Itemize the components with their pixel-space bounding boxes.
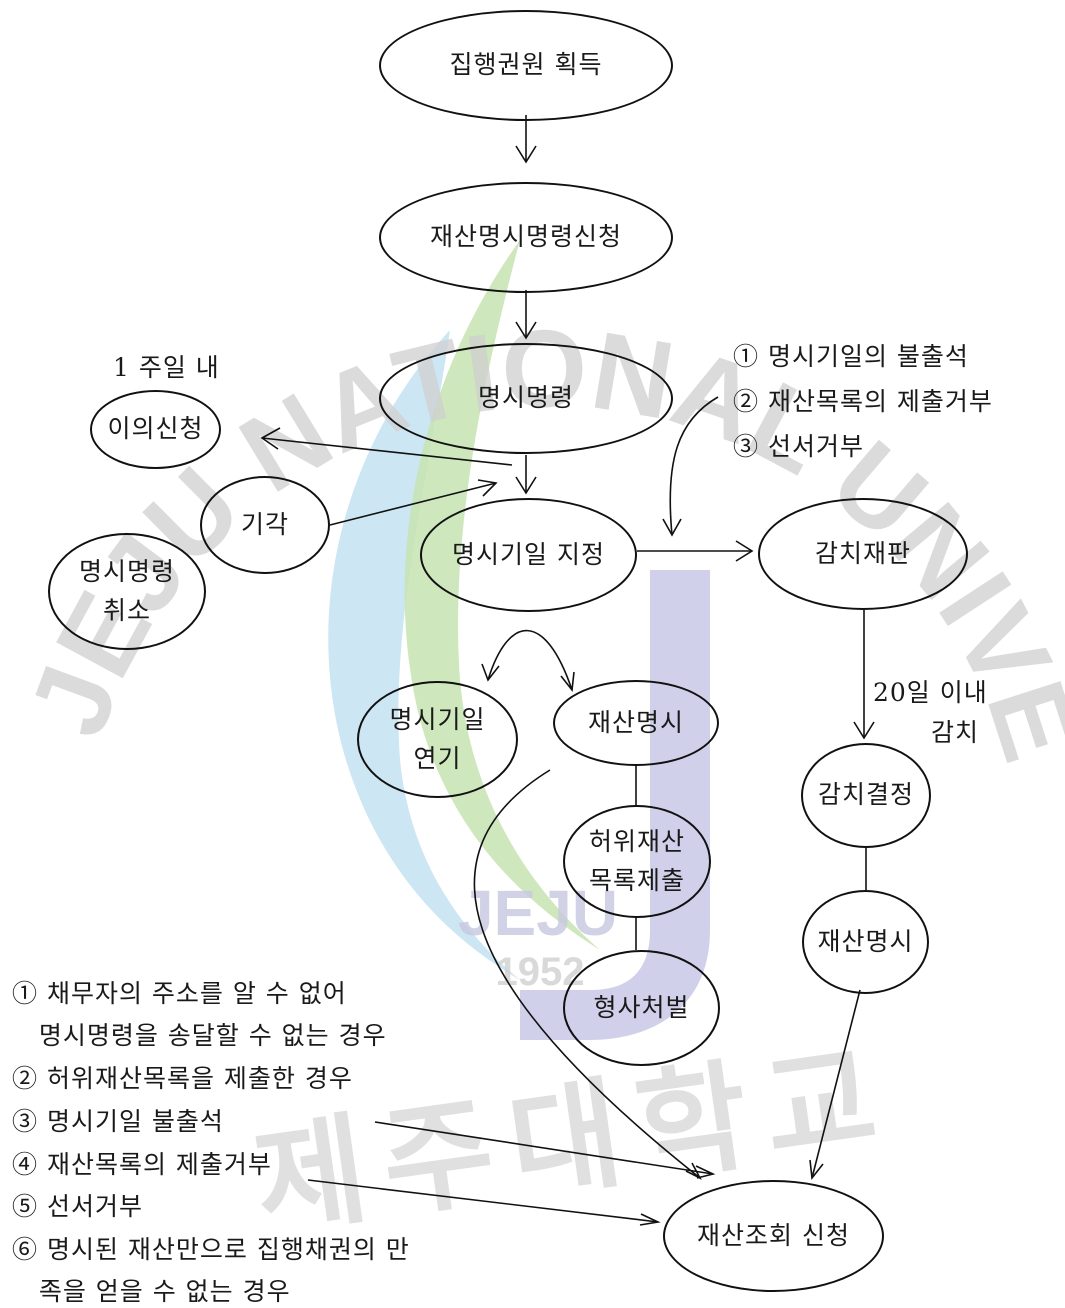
label-custody: 감치 [931, 718, 980, 747]
condition-left-item: 족을 얻을 수 없는 경우 [12, 1277, 291, 1306]
node-punish: 형사처벌 [563, 950, 720, 1066]
node-false-list: 허위재산 목록제출 [563, 805, 711, 918]
arrow-designate-to-custody [637, 540, 754, 562]
node-custody-trial: 감치재판 [758, 498, 968, 610]
arrow-order-to-designate [515, 455, 537, 495]
arrow-conditions-to-custody [662, 396, 719, 537]
node-disclose: 재산명시 [553, 680, 719, 766]
condition-left-item: ② 허위재산목록을 제출한 경우 [12, 1064, 353, 1093]
arrow-split-postpone-disclose [481, 629, 575, 693]
arrow-to-objection [260, 427, 513, 466]
condition-left-item: 명시명령을 송달할 수 없는 경우 [12, 1021, 387, 1050]
condition-right-item: ② 재산목록의 제출거부 [733, 387, 993, 416]
arrow-apply-to-order [515, 290, 537, 340]
node-objection: 이의신청 [90, 390, 221, 469]
node-disclose2: 재산명시 [802, 890, 929, 994]
condition-left-item: ④ 재산목록의 제출거부 [12, 1150, 272, 1179]
label-within-week: 1 주일 내 [113, 353, 220, 382]
condition-left-item: ⑤ 선서거부 [12, 1192, 143, 1221]
node-obtain-title: 집행권원 획득 [379, 10, 673, 121]
arrow-custody-trial-to-decision [853, 610, 875, 740]
arrow-conditions-to-inquiry [374, 1121, 716, 1179]
condition-right-item: ① 명시기일의 불출석 [733, 342, 969, 371]
arrow-obtain-to-apply [515, 115, 537, 164]
node-postpone: 명시기일 연기 [357, 681, 518, 798]
arrow-disclose2-to-inquiry [809, 989, 861, 1181]
node-custody-decision: 감치결정 [801, 743, 931, 848]
node-cancel: 명시명령 취소 [48, 533, 206, 650]
node-designate: 명시기일 지정 [420, 498, 637, 612]
node-inquiry: 재산조회 신청 [663, 1180, 884, 1292]
condition-left-item: ① 채무자의 주소를 알 수 없어 [12, 979, 347, 1008]
node-dismiss: 기각 [200, 476, 330, 574]
condition-left-item: ⑥ 명시된 재산만으로 집행채권의 만 [12, 1235, 410, 1264]
condition-left-item: ③ 명시기일 불출석 [12, 1107, 224, 1136]
condition-right-item: ③ 선서거부 [733, 432, 864, 461]
arrow-dismiss-to-designate [329, 479, 498, 526]
node-order: 명시명령 [379, 343, 673, 454]
label-within-20-days: 20일 이내 [873, 678, 988, 707]
node-apply: 재산명시명령신청 [379, 182, 673, 293]
arrow-legend-to-inquiry [307, 1179, 661, 1226]
